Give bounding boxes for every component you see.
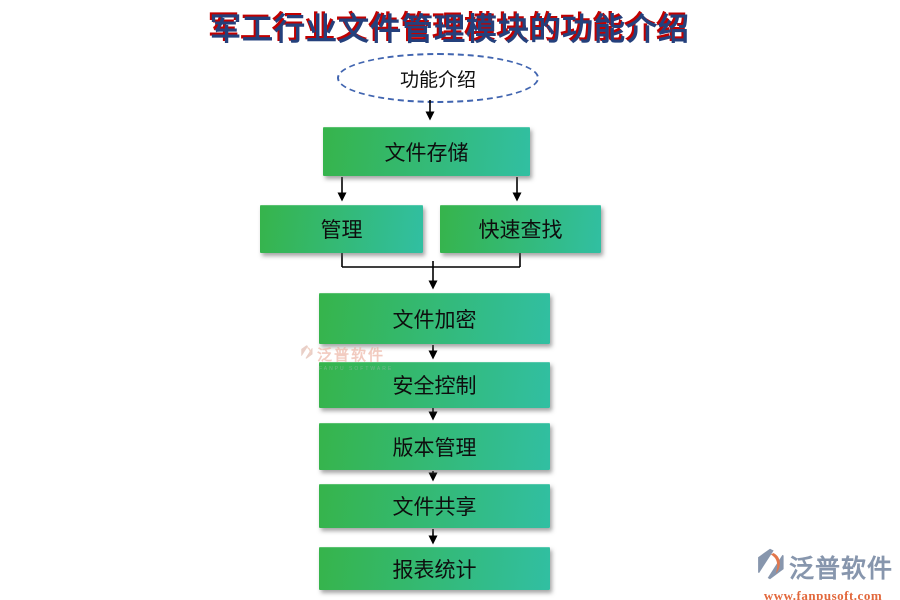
node-version-management: 版本管理 bbox=[319, 423, 550, 470]
node-management: 管理 bbox=[260, 205, 423, 253]
node-file-storage: 文件存储 bbox=[323, 127, 530, 176]
watermark-brand: 泛普软件 bbox=[789, 554, 894, 583]
node-security-control: 安全控制 bbox=[319, 362, 550, 408]
node-function-intro: 功能介绍 bbox=[337, 53, 539, 103]
fanpu-logo-icon bbox=[753, 546, 787, 587]
node-file-encryption: 文件加密 bbox=[319, 293, 550, 344]
node-report-statistics: 报表统计 bbox=[319, 547, 550, 590]
watermark-url: www.fanpusoft.com bbox=[763, 588, 883, 600]
watermark-bottom-right: 泛普软件 www.fanpusoft.com bbox=[753, 546, 893, 600]
node-file-sharing: 文件共享 bbox=[319, 484, 550, 528]
node-quick-search: 快速查找 bbox=[440, 205, 601, 253]
page-title: 军工行业文件管理模块的功能介绍 bbox=[210, 12, 690, 47]
